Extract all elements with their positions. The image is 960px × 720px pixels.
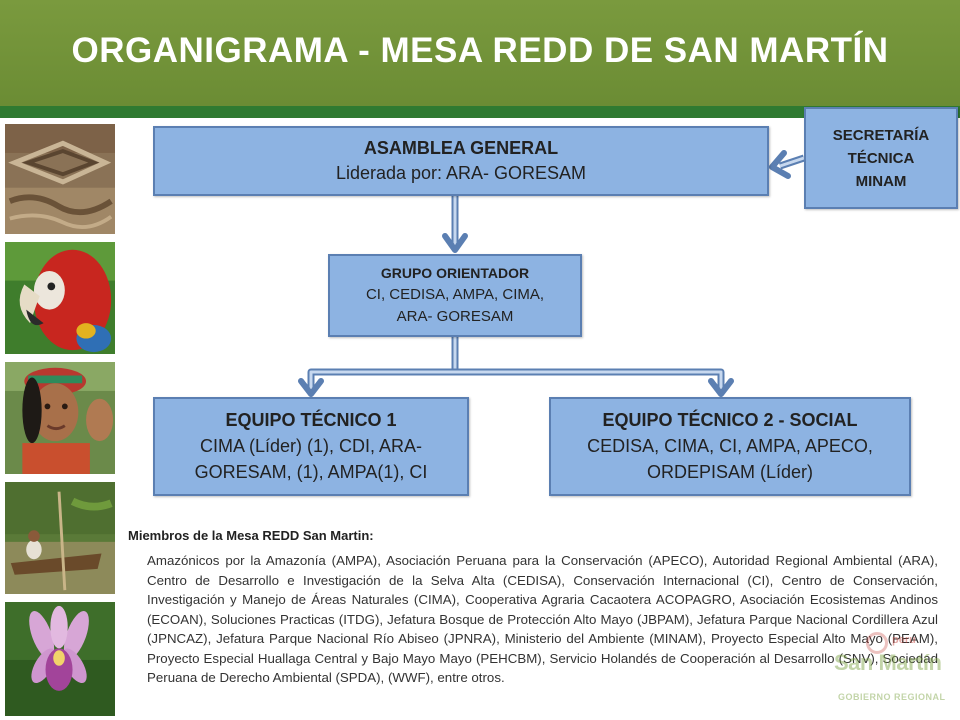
grupo-line2: ARA- GORESAM <box>396 308 514 325</box>
members-text: Amazónicos por la Amazonía (AMPA), Asoci… <box>147 553 938 685</box>
asamblea-heading: ASAMBLEA GENERAL <box>363 138 559 158</box>
node-asamblea-general: ASAMBLEA GENERAL Liderada por: ARA- GORE… <box>153 126 769 196</box>
equipo2-line1: CEDISA, CIMA, CI, AMPA, APECO, <box>587 436 873 456</box>
grupo-line1: CI, CEDISA, AMPA, CIMA, <box>365 286 545 303</box>
page-title: ORGANIGRAMA - MESA REDD DE SAN MARTÍN <box>71 31 889 70</box>
connector-grupo-to-equipos <box>298 337 734 397</box>
photo-strip <box>0 118 120 720</box>
logo-mark-icon <box>866 632 888 654</box>
arrow-secretaria-to-asamblea <box>769 150 806 179</box>
node-secretaria-tecnica: SECRETARÍA TÉCNICA MINAM <box>804 107 958 209</box>
orchid-photo <box>3 600 117 718</box>
equipo1-line2: GORESAM, (1), AMPA(1), CI <box>194 462 428 482</box>
canoe-river-photo <box>3 480 117 596</box>
equipo1-heading: EQUIPO TÉCNICO 1 <box>225 410 397 430</box>
logo-line1: peru <box>892 634 916 646</box>
logo-line3: GOBIERNO REGIONAL <box>838 692 946 702</box>
secretaria-line2: TÉCNICA <box>847 149 915 167</box>
gobierno-regional-logo: peru San Martín GOBIERNO REGIONAL <box>830 632 950 712</box>
grupo-heading: GRUPO ORIENTADOR <box>380 265 530 281</box>
node-grupo-orientador: GRUPO ORIENTADOR CI, CEDISA, AMPA, CIMA,… <box>328 254 582 337</box>
members-heading: Miembros de la Mesa REDD San Martin: <box>128 528 374 543</box>
secretaria-line3: MINAM <box>855 172 907 190</box>
macaw-photo <box>3 240 117 356</box>
node-equipo-tecnico-2: EQUIPO TÉCNICO 2 - SOCIAL CEDISA, CIMA, … <box>549 397 911 496</box>
secretaria-line1: SECRETARÍA <box>832 126 930 144</box>
equipo2-heading: EQUIPO TÉCNICO 2 - SOCIAL <box>602 410 858 430</box>
equipo2-line2: ORDEPISAM (Líder) <box>646 462 814 482</box>
title-divider <box>0 106 960 118</box>
indigenous-woman-photo <box>3 360 117 476</box>
logo-line2: San Martín <box>834 650 942 675</box>
equipo1-line1: CIMA (Líder) (1), CDI, ARA- <box>199 436 423 456</box>
title-bar: ORGANIGRAMA - MESA REDD DE SAN MARTÍN <box>0 0 960 106</box>
asamblea-subtitle: Liderada por: ARA- GORESAM <box>335 163 587 183</box>
stone-carving-photo <box>3 122 117 236</box>
node-equipo-tecnico-1: EQUIPO TÉCNICO 1 CIMA (Líder) (1), CDI, … <box>153 397 469 496</box>
arrow-asamblea-to-grupo <box>442 196 468 253</box>
